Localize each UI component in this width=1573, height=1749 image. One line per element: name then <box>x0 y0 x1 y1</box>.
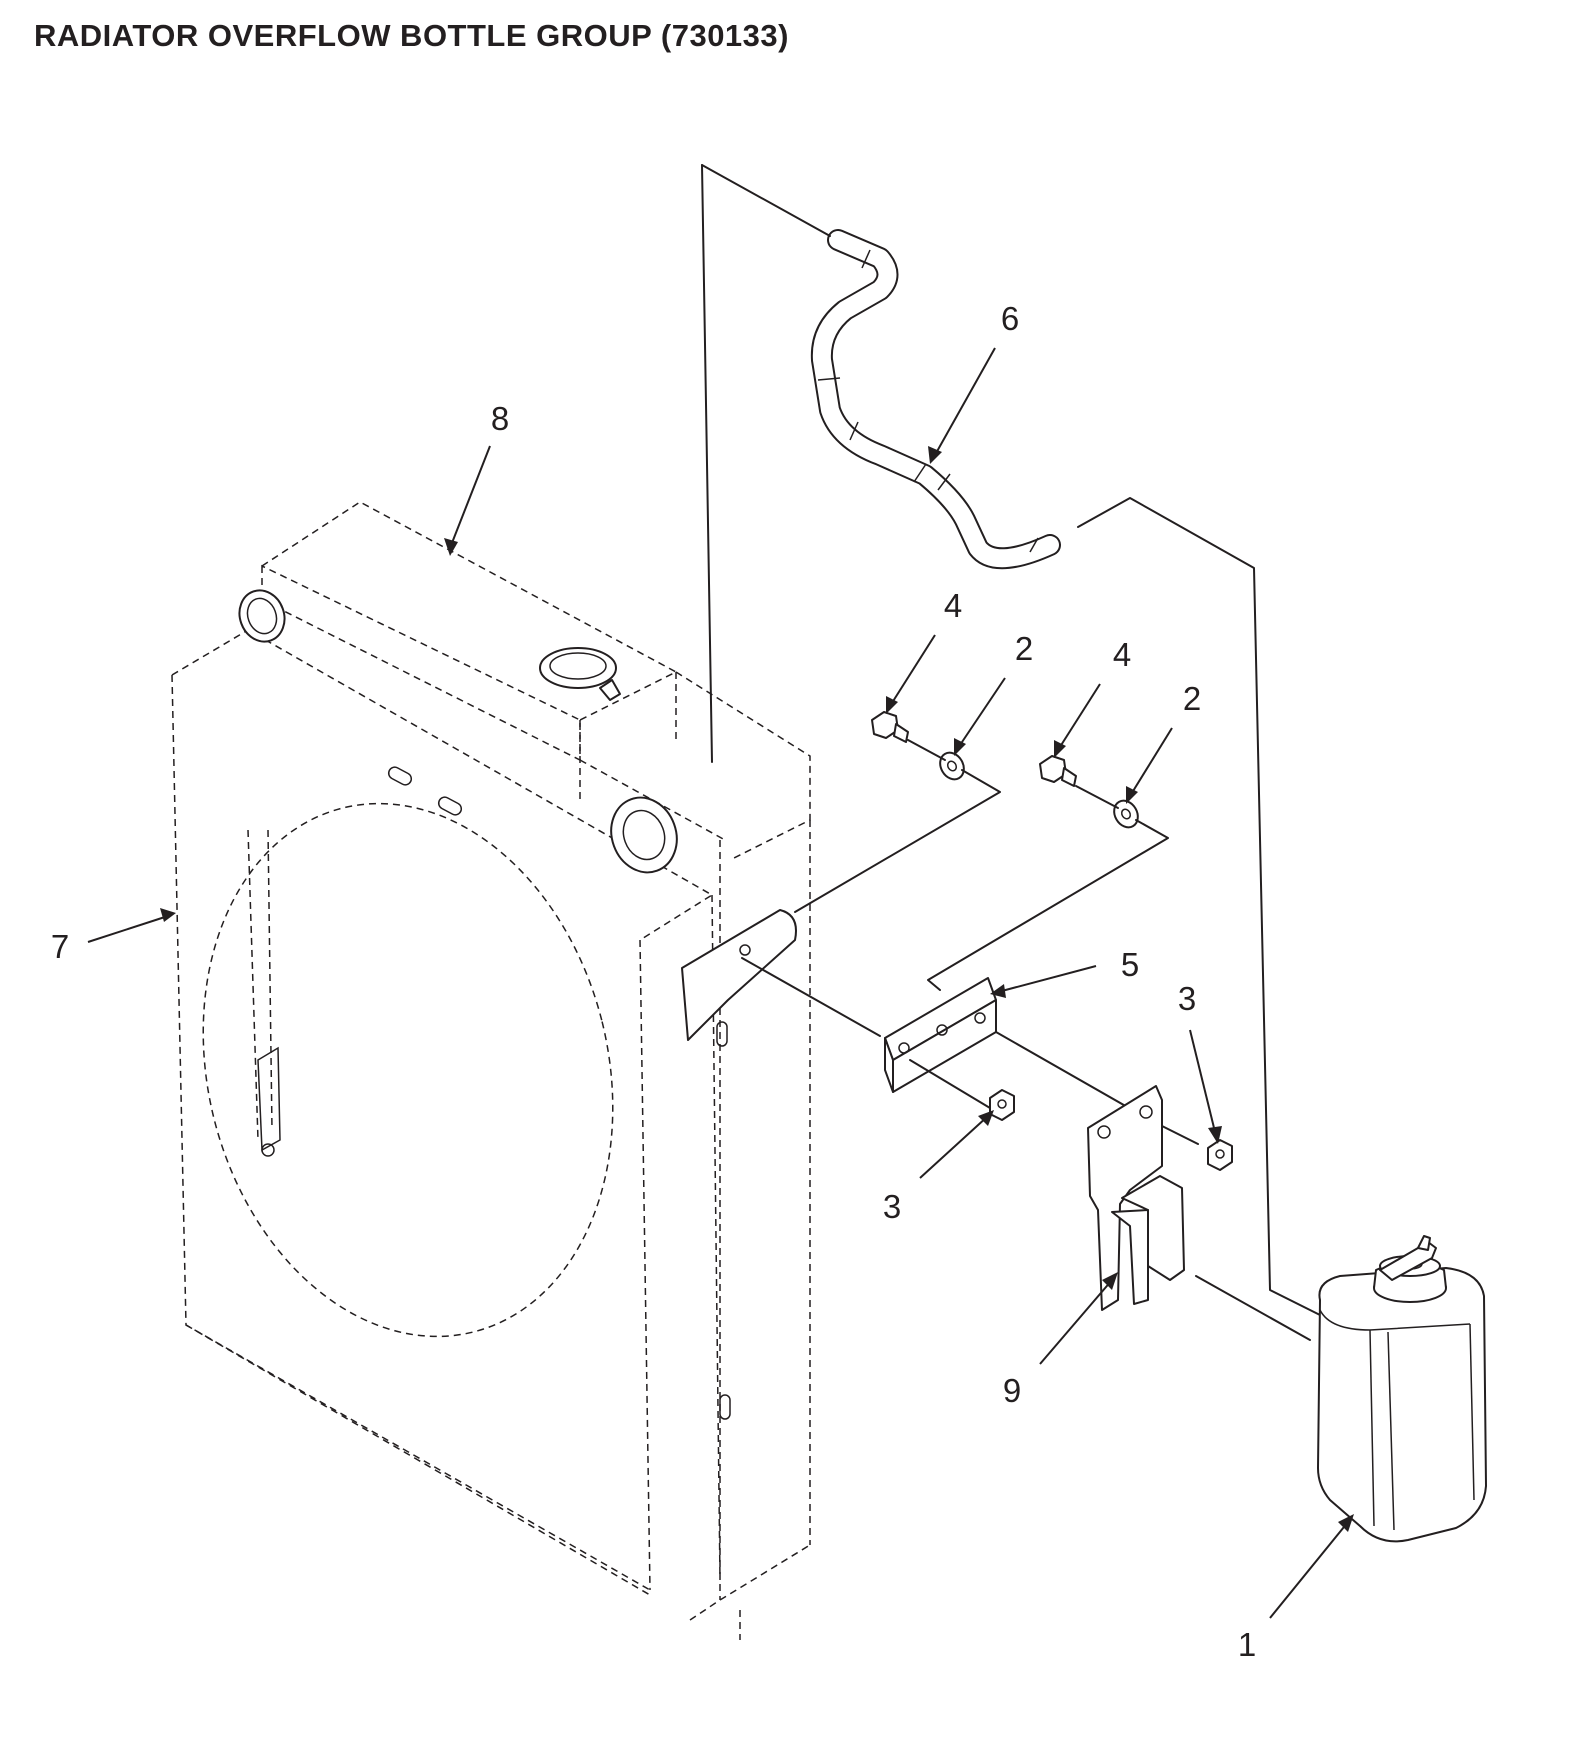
overflow-bottle <box>1317 1235 1487 1543</box>
nut <box>1207 1139 1233 1171</box>
callout-2a-label: 2 <box>1015 630 1033 667</box>
callout-4b: 4 <box>1054 636 1131 758</box>
callout-7: 9 <box>1003 1272 1118 1409</box>
callout-5: 5 <box>990 946 1139 998</box>
washer <box>1113 799 1139 829</box>
callout-3a-label: 3 <box>883 1188 901 1225</box>
callout-4a: 4 <box>886 587 962 714</box>
shroud-slot <box>437 796 463 816</box>
callout-2a: 2 <box>954 630 1033 756</box>
callout-1: 1 <box>1238 1514 1354 1663</box>
radiator-inlet <box>238 589 286 643</box>
radiator-shroud <box>171 629 731 1596</box>
callout-7-label: 9 <box>1003 1372 1021 1409</box>
overflow-hose <box>810 229 1061 570</box>
callout-1-label: 1 <box>1238 1626 1256 1663</box>
bolt <box>1039 755 1077 787</box>
shroud-slot <box>387 766 413 786</box>
radiator-outlet <box>610 796 678 874</box>
radiator-assembly <box>171 501 811 1640</box>
radiator-top-tank <box>261 501 811 861</box>
shroud-slot <box>719 1394 731 1420</box>
callout-5-label: 5 <box>1121 946 1139 983</box>
callout-6: 6 <box>928 300 1019 464</box>
page-title: RADIATOR OVERFLOW BOTTLE GROUP (730133) <box>34 18 789 53</box>
callout-9-label: 8 <box>491 400 509 437</box>
radiator-filler-neck <box>539 647 621 701</box>
callout-3b-label: 3 <box>1178 980 1196 1017</box>
washer <box>939 751 965 781</box>
callout-3b: 3 <box>1178 980 1222 1144</box>
callout-8: 7 <box>51 908 176 965</box>
callout-9: 8 <box>444 400 509 556</box>
nut <box>989 1089 1015 1121</box>
callout-6-label: 6 <box>1001 300 1019 337</box>
shroud-side-bracket <box>681 909 797 1041</box>
callout-2b-label: 2 <box>1183 680 1201 717</box>
bottle-bracket <box>1087 1085 1185 1311</box>
bolt <box>871 711 909 743</box>
callout-2b: 2 <box>1126 680 1201 804</box>
callout-3a: 3 <box>883 1110 994 1225</box>
callout-4b-label: 4 <box>1113 636 1131 673</box>
callout-8-label: 7 <box>51 928 69 965</box>
callout-4a-label: 4 <box>944 587 962 624</box>
fan-opening <box>202 802 614 1338</box>
mounting-plate <box>884 977 997 1093</box>
shroud-slot <box>716 1021 728 1047</box>
